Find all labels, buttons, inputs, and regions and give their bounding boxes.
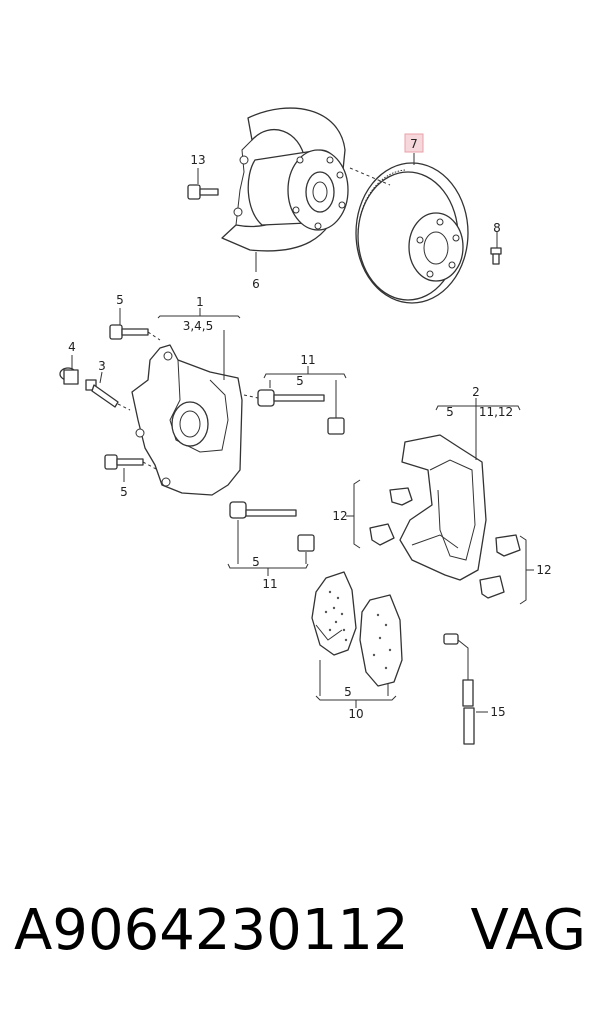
callout-2-sub-a: 5 xyxy=(446,405,454,419)
callout-12-left: 12 xyxy=(332,509,347,523)
highlight-box xyxy=(404,133,424,153)
callout-5-top: 5 xyxy=(116,293,124,307)
wear-sensor xyxy=(443,633,475,745)
callout-2-sub-b: 11,12 xyxy=(479,405,513,419)
caliper-bolt-top xyxy=(109,324,161,341)
brake-pads xyxy=(311,571,403,687)
callout-6: 6 xyxy=(252,277,260,291)
callout-15: 15 xyxy=(490,705,505,719)
guide-pin-bottom xyxy=(229,501,315,552)
brake-caliper xyxy=(131,344,243,496)
callout-12-right: 12 xyxy=(536,563,551,577)
callout-1-sub: 3,4,5 xyxy=(183,319,214,333)
callout-7: 7 xyxy=(410,137,418,151)
wheel-hub xyxy=(233,149,349,231)
brake-disc xyxy=(349,162,469,304)
callout-10-sub: 5 xyxy=(344,685,352,699)
caliper-bolt-bottom xyxy=(104,454,159,471)
anti-rattle-clips-right xyxy=(479,534,521,599)
disc-screw xyxy=(490,236,502,265)
callout-2: 2 xyxy=(472,385,480,399)
brand-name: VAG xyxy=(470,898,586,963)
guide-pin-top xyxy=(243,389,345,435)
callout-4: 4 xyxy=(68,340,76,354)
caliper-carrier xyxy=(399,434,487,581)
brake-assembly-diagram: 13 6 7 8 1 3,4,5 5 4 3 5 11 5 5 11 2 5 1… xyxy=(59,107,552,745)
anti-rattle-clips-left xyxy=(369,487,413,546)
callout-8: 8 xyxy=(493,221,501,235)
callout-10: 10 xyxy=(348,707,363,721)
hub-bolt xyxy=(187,168,219,200)
callout-11-top: 11 xyxy=(300,353,315,367)
callout-5-bottom: 5 xyxy=(120,485,128,499)
part-number: A9064230112 xyxy=(14,898,409,963)
bleeder-cap xyxy=(59,367,79,385)
callout-11-bottom-sub: 5 xyxy=(252,555,260,569)
callout-1: 1 xyxy=(196,295,204,309)
bleeder-screw xyxy=(85,379,131,411)
caption: A9064230112 VAG xyxy=(14,898,586,978)
callout-3: 3 xyxy=(98,359,106,373)
callout-11-bottom: 11 xyxy=(262,577,277,591)
callout-13: 13 xyxy=(190,153,205,167)
callout-11-top-sub: 5 xyxy=(296,374,304,388)
callout-labels: 13 6 7 8 1 3,4,5 5 4 3 5 11 5 5 11 2 5 1… xyxy=(68,137,551,721)
callout-lines xyxy=(71,153,534,713)
